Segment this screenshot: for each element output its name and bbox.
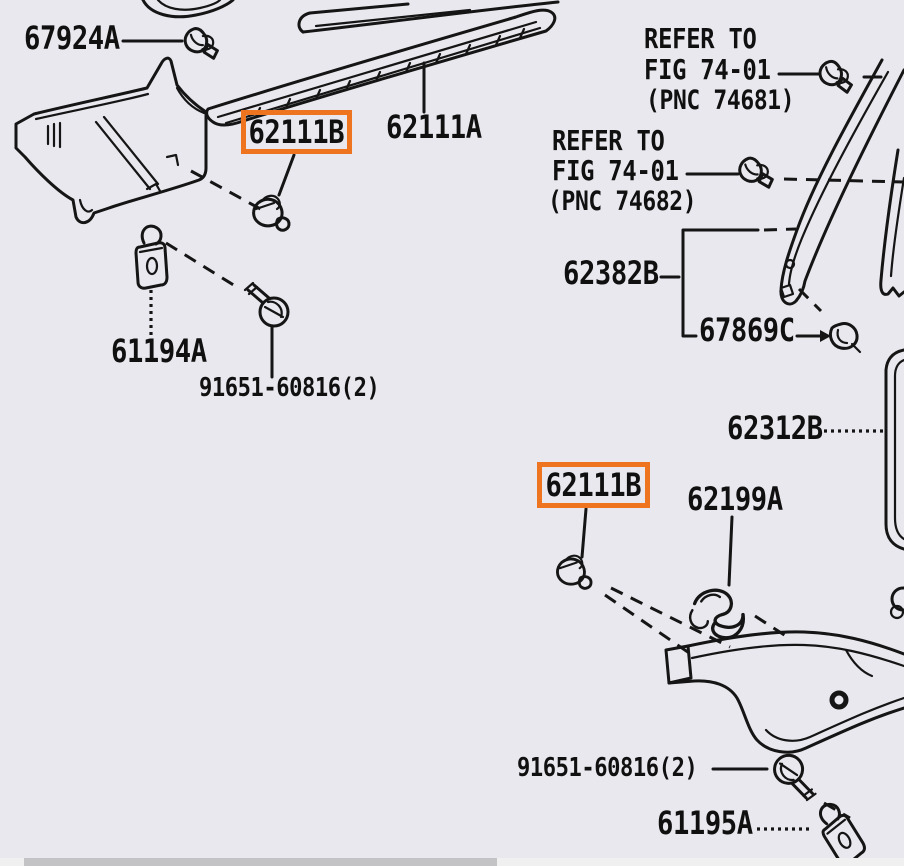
door-trim-edge-drawing-62312b <box>884 348 904 551</box>
lower-trim-panel-drawing <box>664 630 904 754</box>
part-label-61194a[interactable]: 61194A <box>111 332 207 370</box>
clip-drawing-refer-2 <box>738 156 774 189</box>
highlighted-part-number-62111b-2[interactable]: 62111B <box>537 462 650 508</box>
horizontal-scrollbar[interactable] <box>0 858 904 866</box>
hook-drawing-61195a <box>818 802 866 866</box>
part-label-62199a[interactable]: 62199A <box>687 480 783 518</box>
hook-drawing-61194a <box>134 224 169 290</box>
grommet-drawing-62111b-1 <box>252 194 291 232</box>
side-strip-drawing <box>879 148 904 298</box>
upper-scuff-plate-drawing <box>297 0 560 34</box>
part-label-67869c[interactable]: 67869C <box>699 311 795 349</box>
part-label-62111b-1: 62111B <box>248 113 345 151</box>
dashed-lines <box>149 169 904 831</box>
part-label-91651-60816-1[interactable]: 91651-60816(2) <box>199 373 380 403</box>
top-left-panel-fragment-drawing <box>141 0 235 19</box>
highlighted-part-number-62111b-1[interactable]: 62111B <box>241 110 352 154</box>
screw-drawing-91651-2 <box>773 753 817 802</box>
pillar-garnish-drawing-62382b <box>779 58 904 306</box>
grommet-drawing-67869c <box>828 322 862 354</box>
refer-note-1-line-1: REFER TO <box>644 22 757 55</box>
clip-drawing-67924a <box>183 27 219 60</box>
scrollbar-thumb[interactable] <box>24 858 497 866</box>
grommet-drawing-62111b-2 <box>556 554 593 590</box>
part-label-62312b[interactable]: 62312B <box>727 409 823 447</box>
front-pillar-trim-panel-drawing <box>14 56 208 225</box>
refer-note-1-line-2: FIG 74-01 <box>644 53 771 86</box>
part-label-67924a[interactable]: 67924A <box>24 19 120 57</box>
part-label-62111b-2: 62111B <box>545 466 642 504</box>
refer-note-2-line-2: FIG 74-01 <box>552 154 679 187</box>
screw-drawing-91651-1 <box>243 281 290 328</box>
part-label-61195a[interactable]: 61195A <box>657 804 753 842</box>
refer-note-2-line-1: REFER TO <box>552 124 665 157</box>
part-label-62111a[interactable]: 62111A <box>386 108 482 146</box>
part-label-91651-60816-2[interactable]: 91651-60816(2) <box>517 753 698 783</box>
clip-drawing-62199a <box>688 588 745 640</box>
leader-lines <box>121 39 883 771</box>
part-label-62382b[interactable]: 62382B <box>563 254 659 292</box>
refer-note-2-line-3: (PNC 74682) <box>548 186 697 217</box>
refer-note-1-line-3: (PNC 74681) <box>646 85 795 116</box>
bolt-edge-drawing <box>889 586 904 620</box>
sill-scuff-plate-drawing-62111a <box>205 8 557 127</box>
clip-drawing-refer-1 <box>818 59 853 94</box>
